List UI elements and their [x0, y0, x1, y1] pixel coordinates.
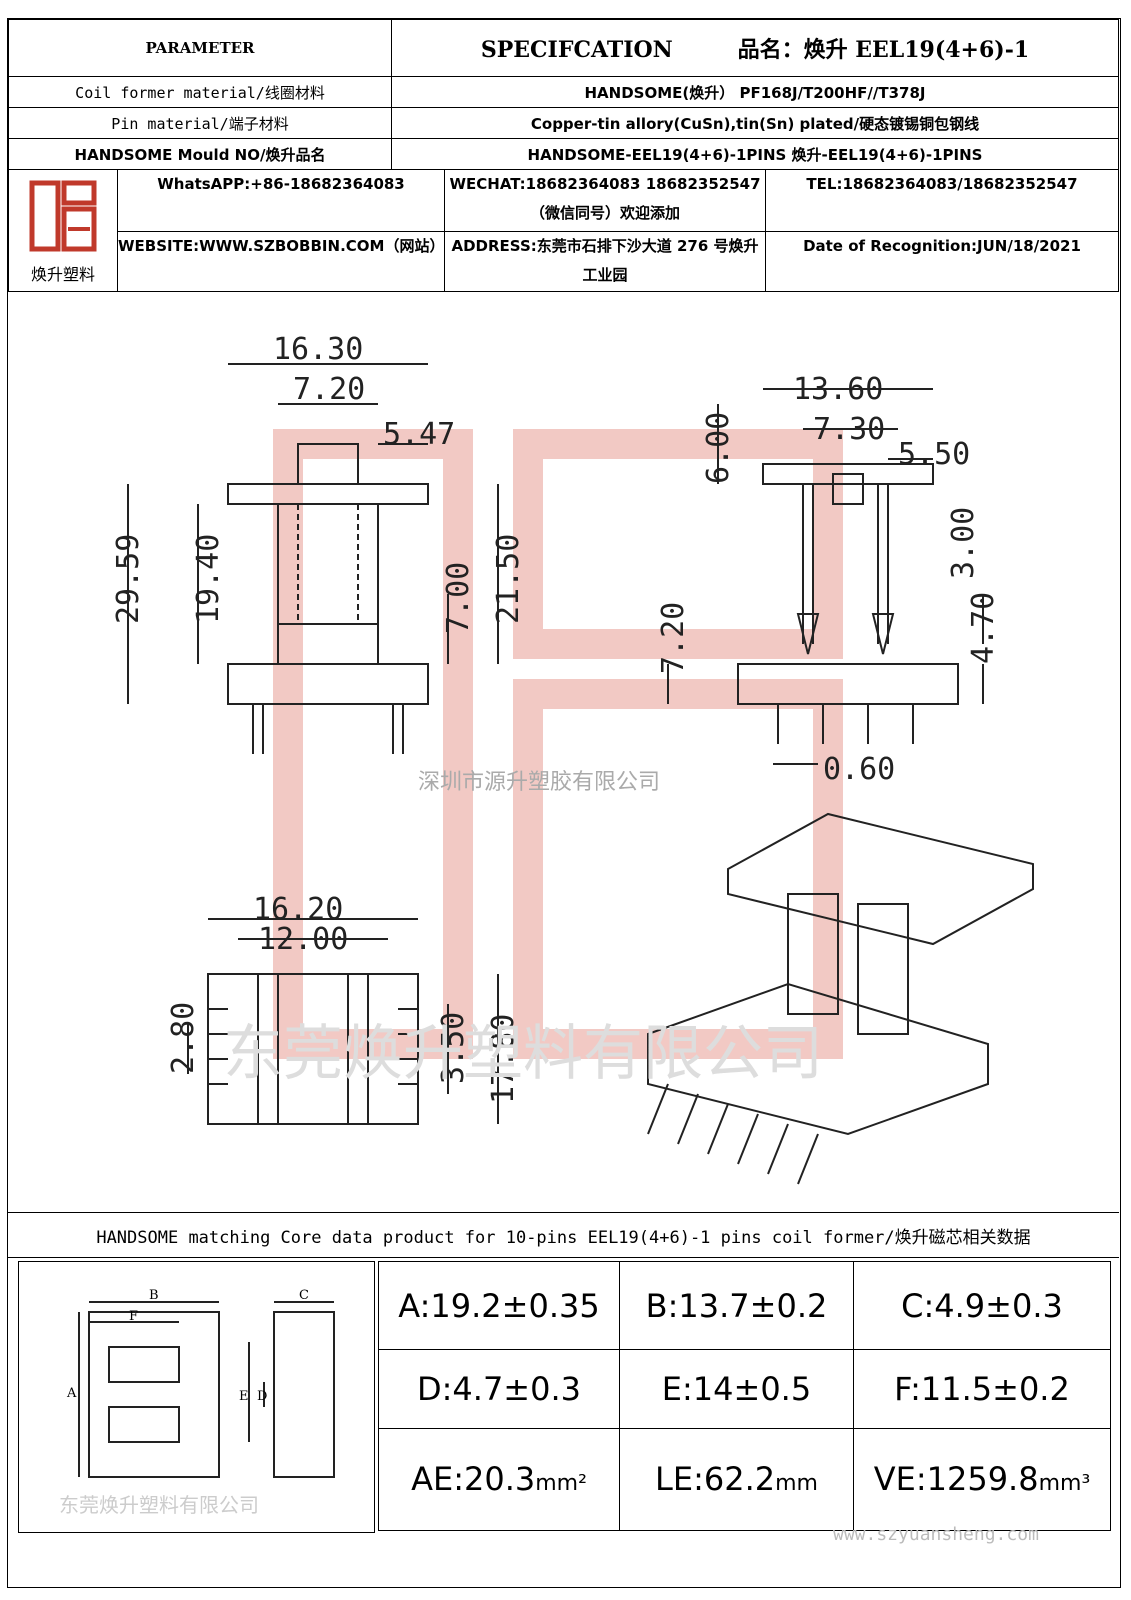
core-le-value: LE:62.2 — [655, 1460, 776, 1499]
product-name: 品名：焕升 EEL19(4+6)-1 — [737, 37, 1030, 63]
core-data-title: HANDSOME matching Core data product for … — [8, 1212, 1119, 1258]
core-e: E:14±0.5 — [619, 1349, 854, 1429]
core-label-c: C — [299, 1288, 309, 1303]
wechat: WECHAT:18682364083 18682352547（微信同号）欢迎添加 — [444, 169, 766, 232]
website: WEBSITE:WWW.SZBOBBIN.COM（网站） — [117, 231, 445, 292]
spec-heading-cell: SPECIFCATION 品名：焕升 EEL19(4+6)-1 — [391, 19, 1119, 77]
dim-c: 5.47 — [383, 417, 455, 452]
core-ve-unit: mm³ — [1038, 1471, 1091, 1497]
parameter-heading: PARAMETER — [8, 19, 392, 77]
core-ve: VE:1259.8mm³ — [853, 1427, 1111, 1532]
dim-f: 7.00 — [441, 562, 476, 634]
core-label-a: A — [66, 1386, 77, 1401]
side-view — [667, 388, 984, 765]
watermark-company-1: 深圳市源升塑胶有限公司 — [418, 770, 660, 795]
mould-no-label: HANDSOME Mould NO/焕升品名 — [8, 138, 392, 170]
core-le: LE:62.2mm — [619, 1427, 854, 1532]
spec-sheet: PARAMETER SPECIFCATION 品名：焕升 EEL19(4+6)-… — [7, 18, 1121, 1588]
core-f: F:11.5±0.2 — [853, 1349, 1111, 1429]
pin-material-value: Copper-tin allory(CuSn),tin(Sn) plated/硬… — [391, 107, 1119, 139]
core-diagram: A B C D E F 东莞焕升塑料有限公司 — [18, 1261, 375, 1533]
coil-material-label: Coil former material/线圈材料 — [8, 76, 392, 108]
technical-drawing: 16.30 7.20 5.47 29.59 19.40 7.00 21.50 — [111, 332, 1034, 1185]
dim-n: 4.70 — [966, 592, 1001, 664]
dim-i: 7.30 — [813, 412, 885, 447]
specification-heading: SPECIFCATION — [480, 37, 673, 63]
dim-h: 13.60 — [793, 372, 883, 407]
dim-t: 17.80 — [486, 1014, 521, 1104]
dim-s: 3.50 — [436, 1012, 471, 1084]
logo-text: 焕升塑料 — [30, 264, 95, 284]
watermark-logo — [273, 429, 843, 1059]
dim-a: 16.30 — [273, 332, 363, 367]
logo-cell: 焕升塑料 — [8, 169, 118, 292]
dim-j: 5.50 — [898, 437, 970, 472]
core-ae: AE:20.3mm² — [378, 1427, 620, 1532]
bottom-view — [187, 918, 499, 1125]
core-data-table: A:19.2±0.35 B:13.7±0.2 C:4.9±0.3 D:4.7±0… — [378, 1260, 1111, 1532]
dim-q: 12.00 — [258, 922, 348, 957]
core-a: A:19.2±0.35 — [378, 1260, 620, 1351]
isometric-view — [647, 812, 1034, 1185]
dim-m: 0.60 — [823, 752, 895, 787]
dim-r: 2.80 — [166, 1002, 201, 1074]
core-watermark: 东莞焕升塑料有限公司 — [59, 1493, 259, 1517]
core-ve-value: VE:1259.8 — [873, 1460, 1039, 1499]
address: ADDRESS:东莞市石排下沙大道 276 号焕升工业园 — [444, 231, 766, 292]
core-d: D:4.7±0.3 — [378, 1349, 620, 1429]
parameter-table: PARAMETER SPECIFCATION 品名：焕升 EEL19(4+6)-… — [8, 19, 1119, 170]
core-ae-unit: mm² — [535, 1471, 587, 1497]
recognition-date: Date of Recognition:JUN/18/2021 — [765, 231, 1119, 292]
coil-material-value: HANDSOME(焕升） PF168J/T200HF//T378J — [391, 76, 1119, 108]
dim-l: 7.20 — [656, 602, 691, 674]
bottom-view-dims: 16.20 12.00 2.80 3.50 17.80 — [166, 892, 521, 1104]
watermark-company-2: 东莞焕升塑料有限公司 — [223, 1019, 823, 1089]
core-label-e: E — [239, 1389, 249, 1404]
front-view — [127, 363, 499, 754]
core-label-b: B — [149, 1288, 159, 1303]
dim-g: 21.50 — [491, 534, 526, 624]
dim-o: 3.00 — [946, 507, 981, 579]
dim-b: 7.20 — [293, 372, 365, 407]
logo-icon — [29, 180, 97, 251]
whatsapp: WhatsAPP:+86-18682364083 — [117, 169, 445, 232]
contact-table: 焕升塑料 WhatsAPP:+86-18682364083 WECHAT:186… — [8, 169, 1119, 292]
core-label-d: D — [257, 1389, 267, 1404]
site-watermark: www.szyuansheng.com — [833, 1524, 1039, 1545]
side-view-dims: 13.60 7.30 5.50 6.00 7.20 0.60 4.70 3.00 — [656, 372, 1001, 787]
dim-d: 29.59 — [111, 534, 146, 624]
core-ae-value: AE:20.3 — [411, 1460, 536, 1499]
dim-e: 19.40 — [191, 534, 226, 624]
core-label-f: F — [129, 1309, 138, 1324]
core-b: B:13.7±0.2 — [619, 1260, 854, 1351]
mould-no-value: HANDSOME-EEL19(4+6)-1PINS 焕升-EEL19(4+6)-… — [391, 138, 1119, 170]
dim-p: 16.20 — [253, 892, 343, 927]
dim-k: 6.00 — [701, 412, 736, 484]
pin-material-label: Pin material/端子材料 — [8, 107, 392, 139]
core-c: C:4.9±0.3 — [853, 1260, 1111, 1351]
core-le-unit: mm — [775, 1471, 818, 1497]
telephone: TEL:18682364083/18682352547 — [765, 169, 1119, 232]
front-view-dims: 16.30 7.20 5.47 29.59 19.40 7.00 21.50 — [111, 332, 526, 634]
